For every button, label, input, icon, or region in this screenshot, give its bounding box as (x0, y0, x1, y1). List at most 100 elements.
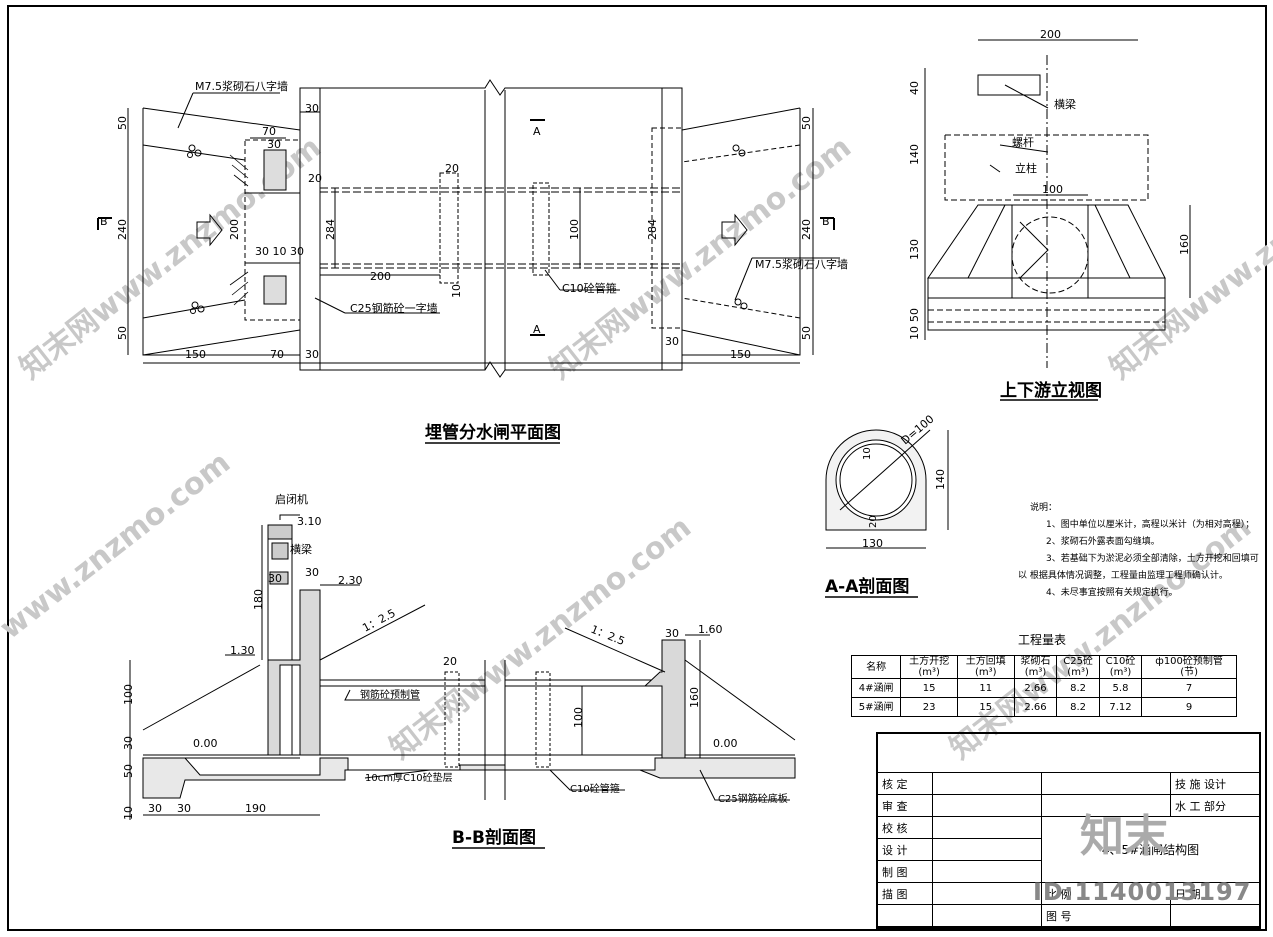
elevation-view (924, 39, 1191, 368)
table-cell: 7.12 (1098, 697, 1143, 717)
dim: 20 (308, 172, 322, 185)
table-cell: 15 (900, 678, 958, 698)
col-header: 名称 (850, 655, 902, 679)
dim: 130 (908, 239, 921, 260)
col-header: 浆砌石 (m³) (1013, 655, 1058, 679)
plan-labels: M7.5浆砌石八字墙 M7.5浆砌石八字墙 C25钢筋砼一字墙 C10砼管箍 B… (100, 79, 848, 444)
dim: 240 (116, 219, 129, 240)
label-wall-left: M7.5浆砌石八字墙 (195, 79, 288, 93)
table-cell: 5#涵闸 (850, 697, 902, 717)
label-c10-pipe: C10砼管箍 (562, 281, 617, 295)
table-row: 4#涵闸 15 11 2.66 8.2 5.8 7 (850, 678, 1237, 698)
table-cell: 2.66 (1013, 697, 1058, 717)
table-cell: 5.8 (1098, 678, 1143, 698)
dim: 30 (665, 335, 679, 348)
dim: 150 (730, 348, 751, 361)
dim: 130 (862, 537, 883, 550)
label-column: 立柱 (1015, 161, 1037, 175)
dim: 10 (450, 284, 463, 298)
dim: 200 (1040, 28, 1061, 41)
dim: 20 (443, 655, 457, 668)
tb-cell (932, 860, 1042, 883)
dim: 30 (267, 138, 281, 151)
dim: 150 (185, 348, 206, 361)
dim: 140 (908, 144, 921, 165)
tb-cell (932, 838, 1042, 861)
table-header-row: 名称 土方开挖 (m³) 土方回填 (m³) 浆砌石 (m³) C25砼 (m³… (850, 655, 1237, 679)
note-item: 3、若基础下为淤泥必须全部清除，土方开挖和回填可 (1046, 554, 1259, 564)
slope-left: 1：2.5 (360, 607, 397, 635)
tb-date: 日 期 (1170, 882, 1260, 905)
dim: 30 (665, 627, 679, 640)
dim: 190 (245, 802, 266, 815)
label-c10-pipe: C10砼管箍 (570, 782, 620, 795)
dim: D=100 (899, 412, 937, 447)
tb-label: 描 图 (877, 882, 933, 905)
tb-label: 校 核 (877, 816, 933, 839)
section-aa (825, 429, 949, 549)
dim: 100 (1042, 183, 1063, 196)
tb-cell (932, 882, 1042, 905)
dim: 200 (370, 270, 391, 283)
dim: 50 (116, 116, 129, 130)
dim: 70 (270, 348, 284, 361)
dim: 200 (228, 219, 241, 240)
dim: 70 (262, 125, 276, 138)
dim: 10 (122, 806, 135, 820)
label-slab: C25钢筋砼底板 (718, 792, 788, 805)
tb-label: 制 图 (877, 860, 933, 883)
tb-label: 设 计 (877, 838, 933, 861)
note-item: 2、浆砌石外露表面勾缝填。 (1046, 537, 1160, 547)
tb-cell (932, 772, 1042, 795)
section-mark-a-top: A (533, 125, 541, 138)
tb-cell (932, 816, 1042, 839)
elevation-310: 3.10 (297, 515, 322, 528)
tb-design-unit: 技 施 设计 (1170, 772, 1260, 795)
tb-cell (1041, 772, 1171, 795)
section-bb-title: B-B剖面图 (452, 827, 536, 848)
dim: 50 (800, 116, 813, 130)
label-pipe: 钢筋砼预制管 (360, 688, 420, 701)
dim: 160 (688, 687, 701, 708)
col-header: 土方开挖 (m³) (900, 655, 958, 679)
note-item: 4、未尽事宜按照有关规定执行。 (1046, 588, 1178, 598)
tb-cell (932, 904, 1042, 927)
dim: 50 (122, 764, 135, 778)
dim: 30 (305, 566, 319, 579)
quantities-table: 名称 土方开挖 (m³) 土方回填 (m³) 浆砌石 (m³) C25砼 (m³… (850, 655, 1237, 717)
tb-label: 核 定 (877, 772, 933, 795)
label-cushion: 10cm厚C10砼垫层 (365, 771, 453, 784)
dim: 30 (305, 102, 319, 115)
dim: 140 (934, 469, 947, 490)
dim: 30 10 30 (255, 245, 304, 258)
label-wall-right: M7.5浆砌石八字墙 (755, 257, 848, 271)
col-header: C10砼 (m³) (1098, 655, 1143, 679)
label-hoist: 启闭机 (275, 492, 308, 506)
label-beam: 横梁 (290, 542, 312, 556)
table-cell: 7 (1141, 678, 1237, 698)
label-beam: 横梁 (1054, 97, 1076, 111)
dim: 40 (908, 81, 921, 95)
dim: 100 (568, 219, 581, 240)
table-cell: 4#涵闸 (850, 678, 902, 698)
tb-dept: 水 工 部分 (1170, 794, 1260, 817)
tb-cell (877, 904, 933, 927)
notes: 说明： 1、图中单位以厘米计，高程以米计（为相对高程）； 2、浆砌石外露表面勾缝… (1018, 500, 1260, 602)
watermark: www.znzmo.com (0, 445, 237, 646)
elevation-130: 1.30 (230, 644, 255, 657)
elevation-230: 2.30 (338, 574, 363, 587)
elevation-000-left: 0.00 (193, 737, 218, 750)
dim: 240 (800, 219, 813, 240)
table-cell: 9 (1141, 697, 1237, 717)
plan-title: 埋管分水闸平面图 (425, 422, 561, 443)
slope-right: 1：2.5 (589, 623, 627, 648)
watermark: 知末网www.znzmo.com (1103, 130, 1273, 387)
section-mark-b-left: B (100, 215, 108, 228)
watermark: 知末网www.znzmo.com (383, 510, 698, 767)
dim: 30 (122, 736, 135, 750)
elevation-title: 上下游立视图 (1000, 380, 1102, 401)
col-header: 土方回填 (m³) (956, 655, 1015, 679)
plan-view (97, 79, 840, 378)
elevation-000-right: 0.00 (713, 737, 738, 750)
